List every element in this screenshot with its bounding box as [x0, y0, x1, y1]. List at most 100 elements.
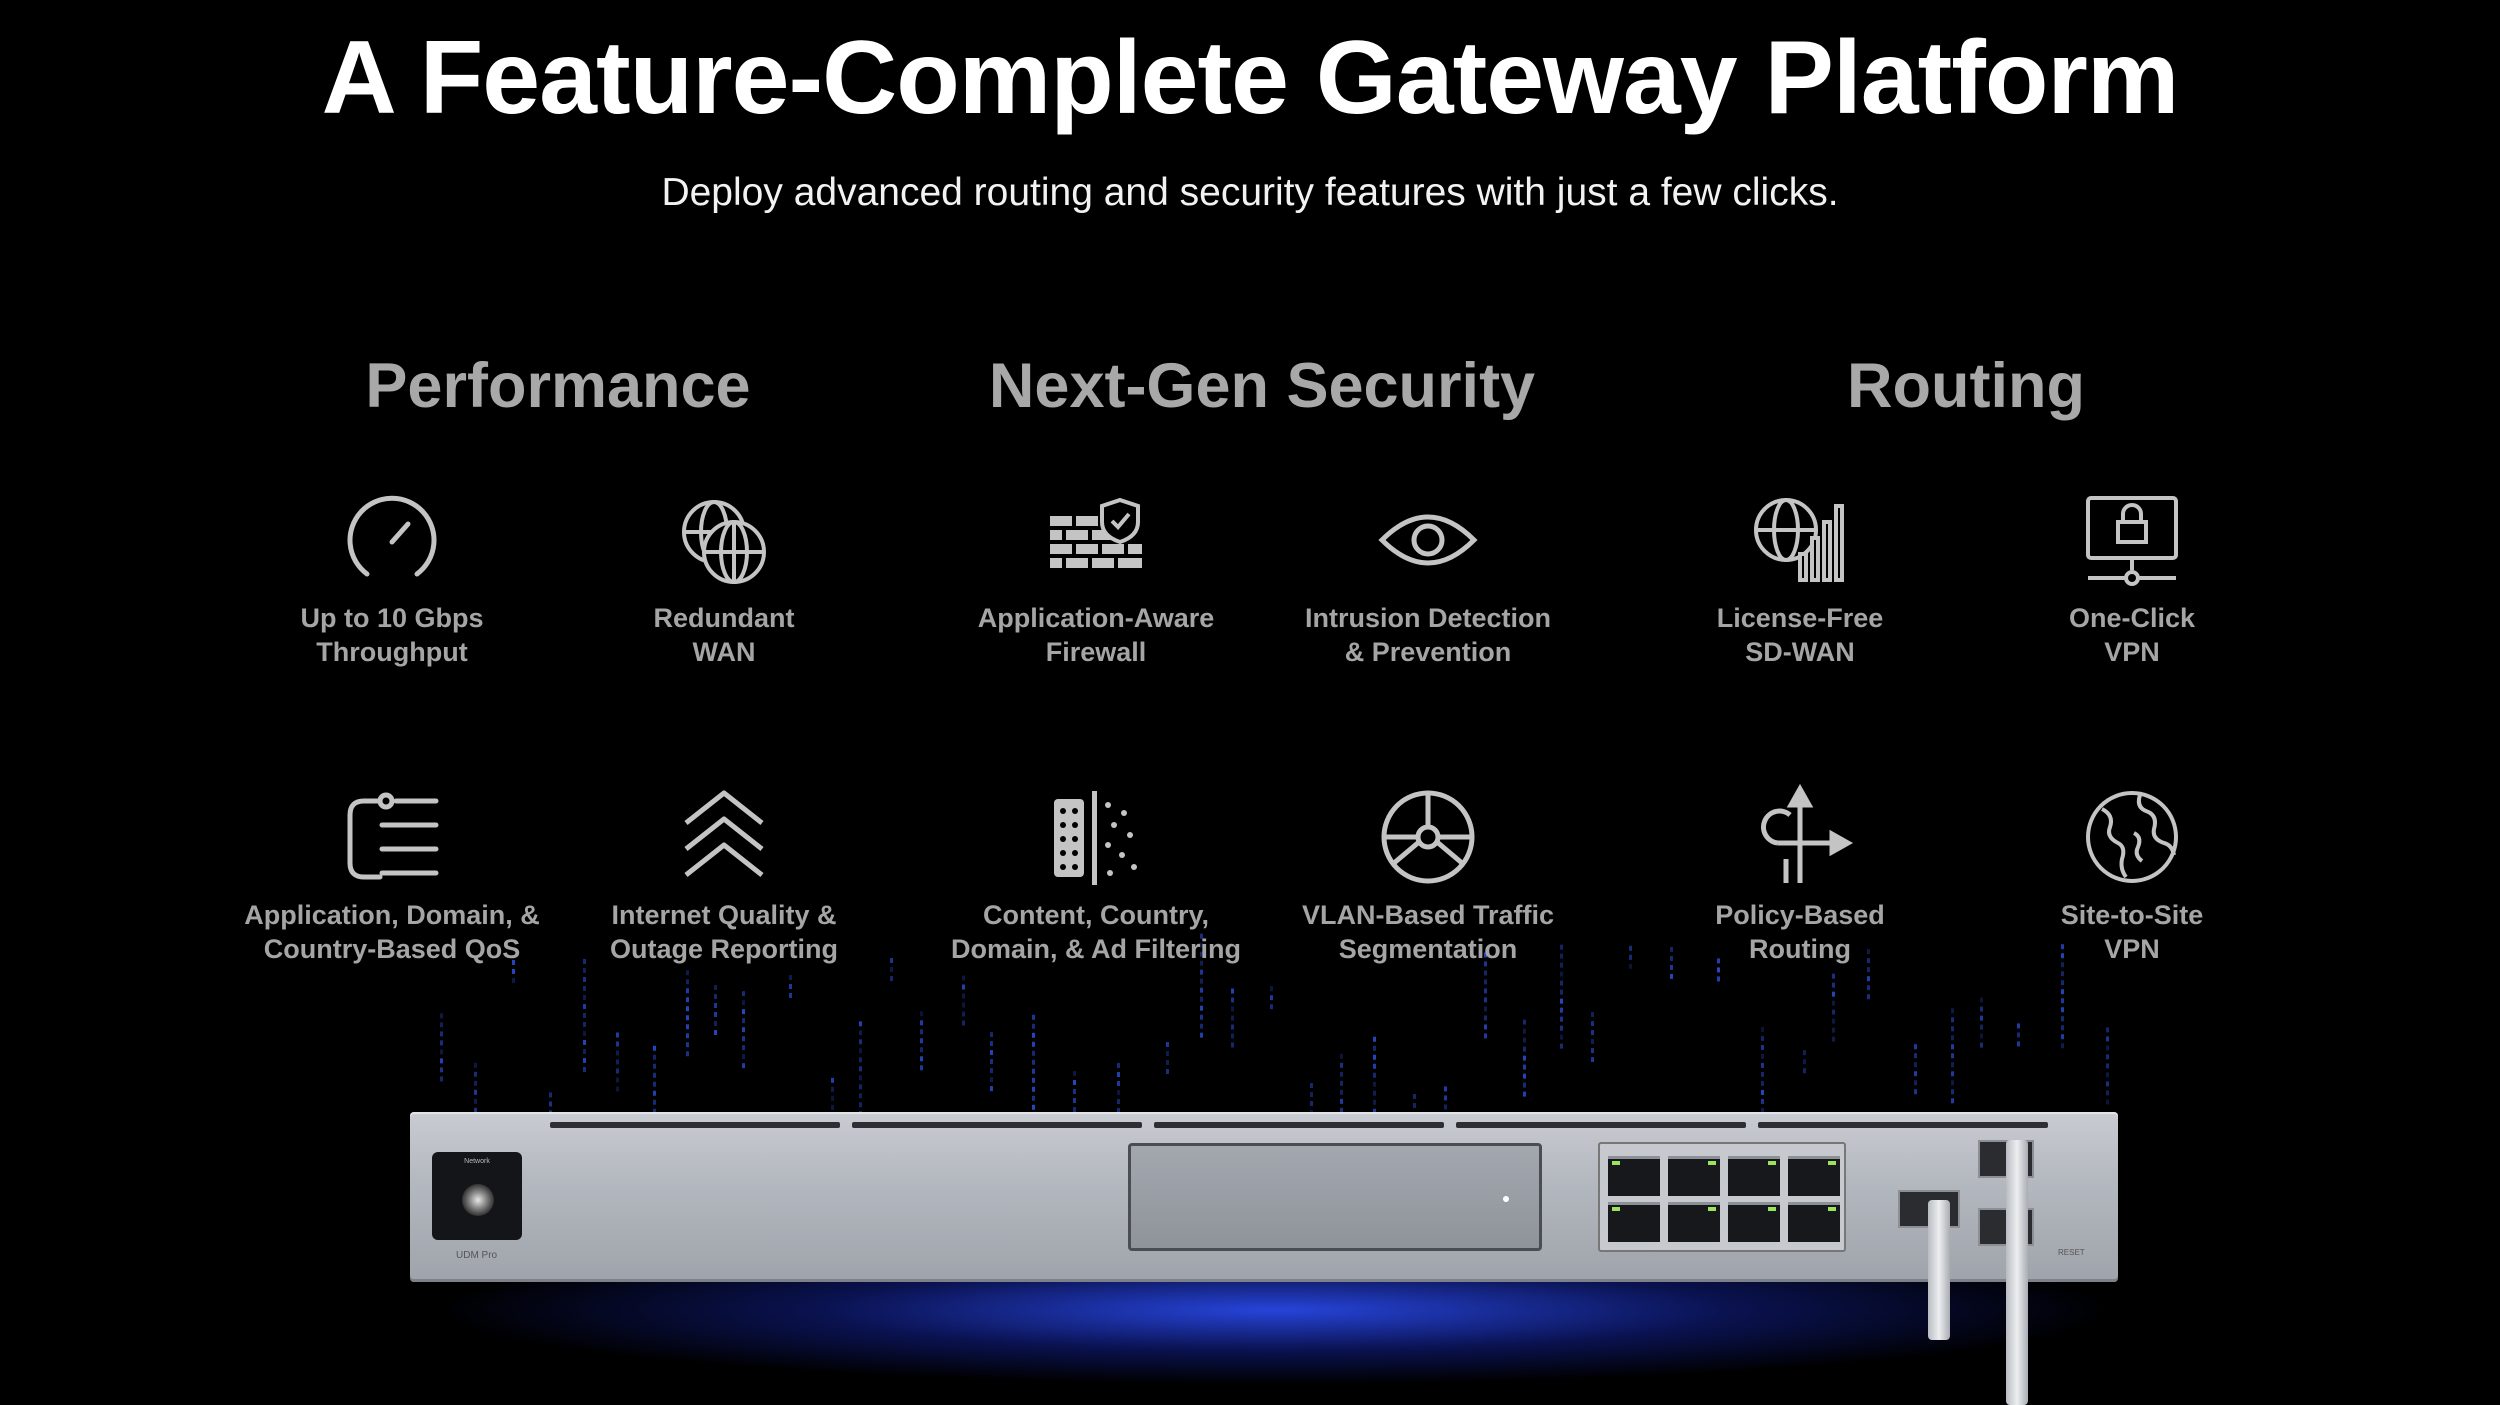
rain-dot: [1340, 1053, 1343, 1059]
rain-dot: [859, 1093, 862, 1099]
rain-dot: [742, 1045, 745, 1051]
rain-dot: [440, 1058, 443, 1064]
model-label: UDM Pro: [456, 1250, 498, 1261]
rain-dot: [1413, 1094, 1416, 1100]
rain-dot: [920, 1047, 923, 1053]
rain-dot: [1310, 1101, 1313, 1107]
gateway-device: Network UDM Pro RESET: [410, 1112, 2118, 1282]
rain-dot: [616, 1086, 619, 1092]
rain-dot: [1413, 1103, 1416, 1109]
rain-dot: [1340, 1071, 1343, 1077]
feature-firewall: Application-Aware Firewall: [926, 488, 1266, 669]
rain-dot: [1832, 1027, 1835, 1033]
drive-bay[interactable]: [1128, 1143, 1542, 1251]
ethernet-port[interactable]: [1608, 1156, 1660, 1196]
rain-dot: [616, 1077, 619, 1083]
rain-dot: [1073, 1071, 1076, 1077]
rain-dot: [1310, 1092, 1313, 1098]
rain-dot: [1523, 1073, 1526, 1079]
rain-dot: [1200, 1032, 1203, 1038]
feature-label-line: Site-to-Site: [2060, 900, 2204, 930]
rain-dot: [549, 1101, 552, 1107]
feature-content-filtering: Content, Country, Domain, & Ad Filtering: [926, 785, 1266, 966]
rain-dot: [1032, 1023, 1035, 1029]
rain-dot: [1032, 1086, 1035, 1092]
rain-dot: [1166, 1051, 1169, 1057]
rain-dot: [1761, 1080, 1764, 1086]
rain-dot: [859, 1021, 862, 1027]
rain-dot: [1373, 1054, 1376, 1060]
rain-dot: [1340, 1080, 1343, 1086]
rain-dot: [1832, 1009, 1835, 1015]
display-caption: Network: [464, 1158, 490, 1165]
rain-dot: [1073, 1089, 1076, 1095]
rain-dot: [1523, 1082, 1526, 1088]
rain-dot: [1832, 982, 1835, 988]
rain-dot: [2061, 1007, 2064, 1013]
rain-dot: [1591, 1048, 1594, 1054]
rain-dot: [583, 1057, 586, 1063]
ethernet-port[interactable]: [1668, 1202, 1720, 1242]
ethernet-port[interactable]: [1788, 1156, 1840, 1196]
ethernet-port[interactable]: [1728, 1202, 1780, 1242]
rain-dot: [1373, 1099, 1376, 1105]
rain-dot: [1484, 979, 1487, 985]
rain-dot: [686, 1042, 689, 1048]
rain-dot: [1951, 1035, 1954, 1041]
priority-list-icon: [340, 785, 444, 889]
rain-dot: [890, 966, 893, 972]
feature-vlan-segmentation: VLAN-Based Traffic Segmentation: [1258, 785, 1598, 966]
ethernet-port[interactable]: [1668, 1156, 1720, 1196]
rain-dot: [990, 1086, 993, 1092]
rain-dot: [859, 1039, 862, 1045]
rain-dot: [583, 1039, 586, 1045]
rain-dot: [1523, 1028, 1526, 1034]
rain-dot: [616, 1050, 619, 1056]
rain-dot: [1914, 1044, 1917, 1050]
feature-label-line: Redundant: [653, 603, 795, 633]
ethernet-port-block: [1598, 1142, 1846, 1252]
rain-dot: [714, 1012, 717, 1018]
feature-throughput: Up to 10 Gbps Throughput: [222, 488, 562, 669]
touch-display[interactable]: Network: [432, 1152, 522, 1240]
rain-dot: [1951, 1053, 1954, 1059]
page-title: A Feature-Complete Gateway Platform: [321, 20, 2180, 136]
rain-dot: [1980, 1006, 1983, 1012]
feature-label-line: Up to 10 Gbps: [300, 603, 484, 633]
feature-label-line: Segmentation: [1338, 934, 1518, 964]
rain-dot: [1270, 1004, 1273, 1010]
rain-dot: [1117, 1063, 1120, 1069]
rain-dot: [1166, 1042, 1169, 1048]
rain-dot: [831, 1095, 834, 1101]
rain-dot: [1340, 1089, 1343, 1095]
rain-dot: [2061, 998, 2064, 1004]
ethernet-port[interactable]: [1728, 1156, 1780, 1196]
rain-dot: [1591, 1039, 1594, 1045]
ethernet-port[interactable]: [1788, 1202, 1840, 1242]
rain-dot: [1832, 1018, 1835, 1024]
rain-dot: [1951, 1089, 1954, 1095]
rain-dot: [440, 1067, 443, 1073]
feature-label-line: Routing: [1749, 934, 1851, 964]
rain-dot: [742, 1018, 745, 1024]
rain-dot: [1484, 988, 1487, 994]
rain-dot: [1444, 1104, 1447, 1110]
rain-dot: [583, 967, 586, 973]
rain-dot: [1231, 988, 1234, 994]
ethernet-port[interactable]: [1608, 1202, 1660, 1242]
display-status-icon: [462, 1184, 494, 1216]
rain-dot: [1200, 1023, 1203, 1029]
rain-dot: [714, 985, 717, 991]
rain-dot: [2106, 1054, 2109, 1060]
rain-dot: [1717, 967, 1720, 973]
feature-label-line: One-Click: [2068, 603, 2196, 633]
feature-site-to-site-vpn: Site-to-Site VPN: [1962, 785, 2302, 966]
rain-dot: [742, 991, 745, 997]
rain-dot: [653, 1063, 656, 1069]
rain-dot: [1951, 1008, 1954, 1014]
rain-dot: [1523, 1091, 1526, 1097]
rain-dot: [1803, 1059, 1806, 1065]
rain-dot: [1200, 969, 1203, 975]
rain-dot: [1591, 1012, 1594, 1018]
rain-dot: [653, 1090, 656, 1096]
